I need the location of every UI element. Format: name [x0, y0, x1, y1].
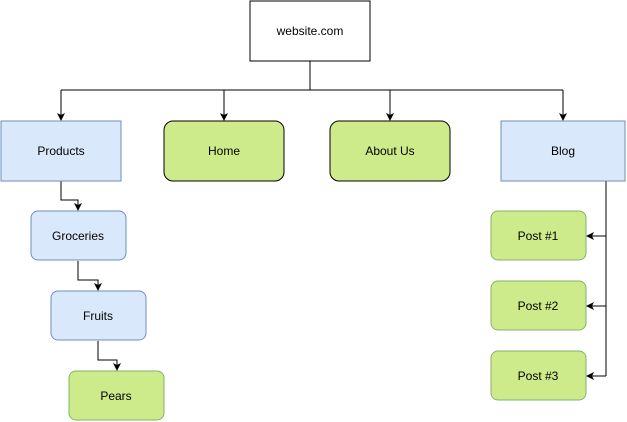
node-fruits-label: Fruits: [83, 309, 113, 323]
connectors: [57, 61, 607, 380]
node-blog-label: Blog: [551, 144, 575, 158]
node-root-label: website.com: [276, 24, 344, 38]
connector-groceries-fruits: [77, 261, 102, 291]
node-groceries-label: Groceries: [52, 229, 104, 243]
node-home[interactable]: Home: [163, 120, 285, 182]
node-post-2[interactable]: Post #2: [490, 280, 587, 331]
node-pears-label: Pears: [100, 389, 131, 403]
node-products-label: Products: [37, 144, 84, 158]
node-fruits[interactable]: Fruits: [50, 290, 147, 341]
node-pears[interactable]: Pears: [68, 370, 165, 421]
node-post-3[interactable]: Post #3: [490, 350, 587, 401]
node-post-3-label: Post #3: [518, 369, 559, 383]
node-root[interactable]: website.com: [249, 0, 371, 62]
node-about-us-label: About Us: [365, 144, 414, 158]
node-home-label: Home: [208, 144, 240, 158]
node-about-us[interactable]: About Us: [329, 120, 451, 182]
node-post-2-label: Post #2: [518, 299, 559, 313]
node-groceries[interactable]: Groceries: [30, 210, 127, 261]
connector-products-groceries: [60, 181, 82, 211]
node-blog[interactable]: Blog: [500, 120, 626, 182]
connector-fruits-pears: [97, 341, 121, 371]
node-post-1-label: Post #1: [518, 229, 559, 243]
node-products[interactable]: Products: [0, 120, 122, 182]
node-post-1[interactable]: Post #1: [490, 210, 587, 261]
